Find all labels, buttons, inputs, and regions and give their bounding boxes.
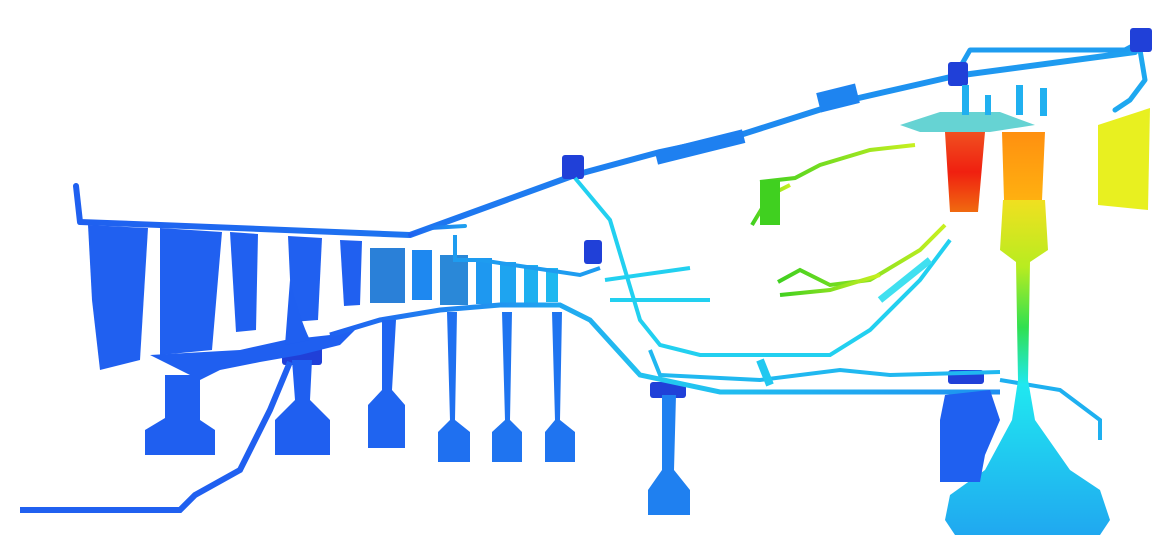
exit-turbine-blade	[1098, 108, 1150, 210]
turbine-rear-disk	[940, 390, 1000, 482]
turbine-support-struts	[962, 85, 1047, 116]
combustor-dome	[760, 180, 780, 225]
hp-compressor	[329, 235, 1000, 515]
outer-casing	[73, 39, 1148, 238]
turbine-disk	[945, 200, 1110, 535]
turbine-shroud	[900, 112, 1035, 132]
fan-rotor	[20, 280, 360, 513]
inner-structure	[573, 176, 1102, 440]
fan-blades	[88, 225, 362, 370]
hp-turbine-blade	[945, 132, 985, 212]
fasteners	[282, 28, 1152, 398]
lp-turbine-blade	[1002, 132, 1045, 200]
